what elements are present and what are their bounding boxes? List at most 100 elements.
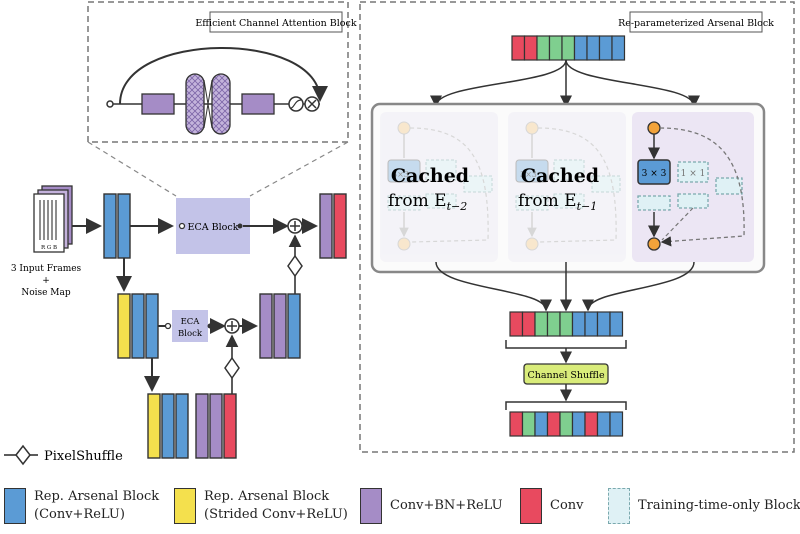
bn-block-2 xyxy=(677,193,709,209)
botbar-cell xyxy=(609,411,624,437)
legend-swatch-conv xyxy=(520,488,542,524)
channel-shuffle-label: Channel Shuffle xyxy=(527,370,605,381)
botbar-cell xyxy=(559,411,574,437)
bottleneck-block-2 xyxy=(161,393,175,459)
cached-branch-2 xyxy=(508,112,626,262)
branch-output-node xyxy=(647,237,661,251)
legend-swatch-rep-arsenal xyxy=(4,488,26,524)
conv3x3-block xyxy=(637,159,671,185)
enc1-block-1 xyxy=(103,193,117,259)
enc1-block-2 xyxy=(117,193,131,259)
dec2-block-3 xyxy=(287,293,301,359)
topbar-cell xyxy=(611,35,626,61)
bottleneck-block-3 xyxy=(175,393,189,459)
topbar-cell xyxy=(561,35,576,61)
cached-1-line1: Cached xyxy=(391,165,469,187)
midbar-cell xyxy=(559,311,574,337)
identity-bn-block xyxy=(715,177,743,195)
input-label-1: 3 Input Frames xyxy=(11,264,82,274)
midbar-cell xyxy=(509,311,524,337)
legend-item-conv-bn-relu: Conv+BN+ReLU xyxy=(360,488,503,524)
bottleneck-block-1 xyxy=(147,393,161,459)
dec2-block-1 xyxy=(259,293,273,359)
frame-letters: R G B xyxy=(41,245,57,251)
botbar-cell xyxy=(596,411,611,437)
out-block-2 xyxy=(333,193,347,259)
enc2-block-2 xyxy=(131,293,145,359)
cached-branch-1 xyxy=(380,112,498,262)
diagram-canvas: Efficient Channel Attention Block Re-par… xyxy=(4,1,795,466)
midbar-cell xyxy=(521,311,536,337)
eca-block-mid-line1: ECA xyxy=(181,317,201,327)
unet: R G B 3 Input Frames + Noise Map ECA Blo… xyxy=(4,185,347,466)
bottleneck-block-4 xyxy=(195,393,209,459)
legend-label-rep-arsenal-2: (Conv+ReLU) xyxy=(34,507,125,522)
input-frames-icon xyxy=(33,185,73,253)
pixelshuffle-label: PixelShuffle xyxy=(44,449,123,464)
topbar-cell xyxy=(598,35,613,61)
midbar-cell xyxy=(571,311,586,337)
eca-fc-block-2 xyxy=(211,73,231,135)
conv3x3-label: 3 × 3 xyxy=(642,169,667,179)
midbar-cell xyxy=(534,311,549,337)
cached-2-line1: Cached xyxy=(521,165,599,187)
topbar-cell xyxy=(586,35,601,61)
legend-item-conv: Conv xyxy=(520,488,584,524)
legend-label-strided-2: (Strided Conv+ReLU) xyxy=(204,507,348,522)
pixelshuffle-icon-top xyxy=(287,254,303,278)
cached-2-ghost-label: 3×3 xyxy=(520,170,537,179)
input-label-3: Noise Map xyxy=(21,288,71,298)
topbar-cell xyxy=(548,35,563,61)
arsenal-panel-title: Re-parameterized Arsenal Block xyxy=(618,18,774,29)
cached-1-ghost-label: 3×3 xyxy=(392,170,409,179)
branch-input-node xyxy=(647,121,661,135)
enc2-block-3 xyxy=(145,293,159,359)
bn-block-1 xyxy=(637,195,671,211)
input-channel-bar xyxy=(511,35,626,61)
cached-1-line2: from Et−2 xyxy=(388,191,467,213)
eca-panel: Efficient Channel Attention Block xyxy=(87,1,357,197)
midbar-cell xyxy=(596,311,611,337)
active-branch: 3 × 3 1 × 1 xyxy=(632,112,754,262)
eca-skip-arrow xyxy=(119,47,328,105)
botbar-cell xyxy=(534,411,549,437)
arsenal-panel: Re-parameterized Arsenal Block 3×3 Cache… xyxy=(359,1,795,453)
eca-block-top-label: ECA Block xyxy=(188,222,239,233)
eca-block-mid-line2: Block xyxy=(178,329,203,339)
legend-swatch-rep-arsenal-strided xyxy=(174,488,196,524)
sigmoid-icon xyxy=(288,96,304,112)
legend-item-rep-arsenal-strided: Rep. Arsenal Block(Strided Conv+ReLU) xyxy=(174,488,348,524)
legend-swatch-conv-bn-relu xyxy=(360,488,382,524)
bottleneck-block-5 xyxy=(209,393,223,459)
topbar-cell xyxy=(536,35,551,61)
legend-label-training-only: Training-time-only Block xyxy=(638,498,800,513)
out-block-1 xyxy=(319,193,333,259)
eca-pool-block xyxy=(141,93,175,115)
eca-fc-block-1 xyxy=(185,73,205,135)
midbar-cell xyxy=(546,311,561,337)
output-channel-bar xyxy=(509,311,624,337)
botbar-cell xyxy=(521,411,536,437)
shuffled-channel-bar xyxy=(509,411,624,437)
legend-item-rep-arsenal: Rep. Arsenal Block (Conv+ReLU) xyxy=(4,488,159,524)
legend-item-training-only: Training-time-only Block xyxy=(608,488,800,524)
legend-label-rep-arsenal-1: Rep. Arsenal Block xyxy=(34,489,160,504)
legend: Rep. Arsenal Block (Conv+ReLU) Rep. Arsen… xyxy=(0,488,800,534)
pixelshuffle-icon-mid xyxy=(224,356,240,380)
conv1x1-label: 1 × 1 xyxy=(681,169,706,179)
botbar-cell xyxy=(509,411,524,437)
eca-conv-block xyxy=(241,93,275,115)
eca-input-node xyxy=(106,100,114,108)
eca-panel-title: Efficient Channel Attention Block xyxy=(195,18,356,29)
dec2-block-2 xyxy=(273,293,287,359)
conv1x1-block xyxy=(677,161,709,183)
midbar-cell xyxy=(609,311,624,337)
topbar-cell xyxy=(511,35,526,61)
pixelshuffle-legend-icon xyxy=(15,444,31,466)
botbar-cell xyxy=(546,411,561,437)
cached-2-line2: from Et−1 xyxy=(518,191,597,213)
enc2-block-1 xyxy=(117,293,131,359)
botbar-cell xyxy=(571,411,586,437)
topbar-cell xyxy=(523,35,538,61)
